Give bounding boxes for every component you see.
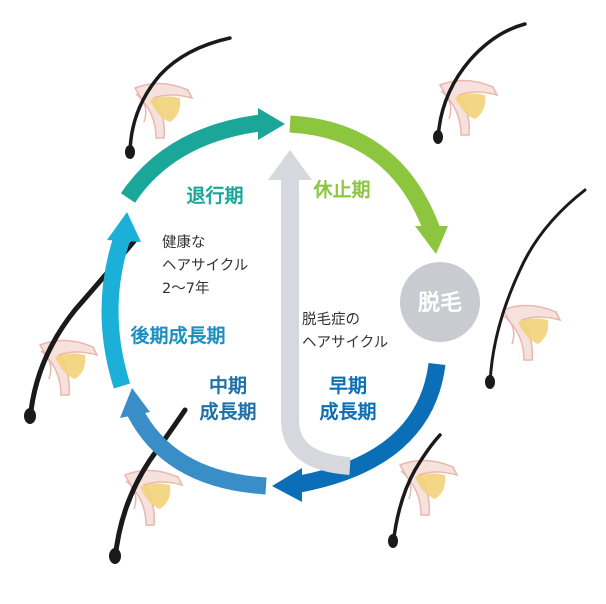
arrow-head-left-bottom (120, 388, 150, 418)
hair-follicle-icon (125, 36, 232, 159)
healthy-cycle-note-1: 健康な (162, 234, 206, 251)
arrow-head-top (258, 108, 285, 140)
hair-follicle-icon (388, 433, 458, 548)
phase-regression-label: 退行期 (186, 184, 243, 207)
alopecia-short-cycle-arrow (281, 178, 351, 475)
arrow-head-left-top (107, 212, 141, 242)
phase-early-growth-label-1: 早期 (329, 375, 367, 397)
hair-follicle-icon (485, 188, 587, 389)
arrow-mid-growth (127, 407, 267, 495)
arrow-shedding-to-early-growth (298, 362, 446, 493)
shedding-label: 脱毛 (418, 291, 462, 316)
phase-mid-growth-label-1: 中期 (209, 374, 247, 397)
phase-late-growth-label: 後期成長期 (130, 324, 225, 347)
hair-follicle-icon (433, 22, 527, 144)
arrow-late-growth (101, 235, 131, 389)
alopecia-cycle-note-1: 脱毛症の (302, 311, 360, 328)
phase-mid-growth-label-2: 成長期 (199, 400, 256, 423)
arrow-resting-to-shedding (289, 115, 440, 233)
phase-resting-label: 休止期 (312, 179, 370, 201)
shedding-circle (400, 262, 480, 342)
alopecia-arrow-head (268, 150, 312, 180)
arrow-regression-to-resting (120, 114, 262, 203)
arrow-head-right (415, 226, 448, 254)
phase-early-growth-label-2: 成長期 (319, 400, 376, 423)
alopecia-cycle-note-2: ヘアサイクル (302, 334, 388, 351)
healthy-cycle-note-2: ヘアサイクル (162, 257, 248, 274)
arrow-head-bottom (272, 468, 302, 502)
hair-follicle-icon (109, 407, 188, 564)
healthy-cycle-note-3: 2～7年 (162, 280, 209, 297)
